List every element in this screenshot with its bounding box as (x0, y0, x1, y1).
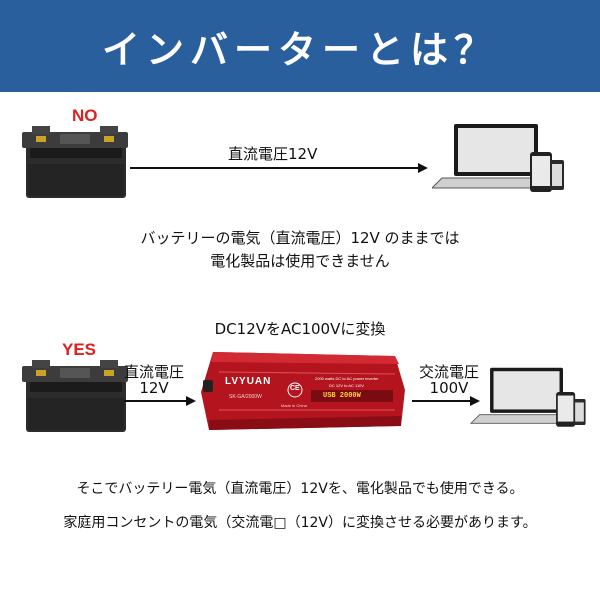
made-in-label: Made in China (281, 403, 307, 408)
inverter-device: LVYUAN SK-GA/2000W CE Made in China 2000… (199, 350, 411, 432)
footer-line1: そこでバッテリー電気（直流電圧）12Vを、電化製品でも使用できる。 (76, 481, 524, 497)
page-title: インバーターとは？ (101, 27, 498, 72)
title-banner: インバーターとは？ (0, 0, 600, 92)
inverter-usb: USB 2000W (323, 392, 361, 400)
inverter-model: SK-GA/2000W (229, 394, 262, 400)
left-voltage-label-2: 12V (139, 379, 169, 397)
footer-line2: 家庭用コンセントの電気（交流電□（12V）に変換させる必要があります。 (63, 515, 537, 531)
battery-icon (22, 126, 128, 198)
laptop-phone-icon (470, 367, 586, 427)
output-arrow (412, 396, 480, 406)
inverter-io: DC 12V to AC 110V (329, 383, 365, 388)
inverter-spec: 2000 watts DC to AC power inverter (315, 376, 379, 381)
inverter-brand: LVYUAN (225, 376, 272, 387)
right-voltage-label-2: 100V (429, 379, 469, 397)
no-badge: NO (72, 106, 98, 125)
no-description-line2: 電化製品は使用できません (210, 252, 390, 270)
no-description-line1: バッテリーの電気（直流電圧）12V のままでは (140, 229, 460, 247)
inverter-body-shape (201, 352, 405, 430)
battery-icon (22, 360, 128, 432)
dc-arrow (130, 163, 428, 173)
dc-voltage-label: 直流電圧12V (228, 145, 318, 163)
conversion-title: DC12VをAC100Vに変換 (214, 320, 386, 338)
laptop-phone-icon (432, 124, 564, 192)
left-voltage-label-1: 直流電圧 (123, 363, 184, 381)
ce-mark: CE (290, 385, 300, 392)
yes-badge: YES (62, 340, 97, 359)
input-arrow (124, 396, 196, 406)
right-voltage-label-1: 交流電圧 (418, 363, 479, 381)
